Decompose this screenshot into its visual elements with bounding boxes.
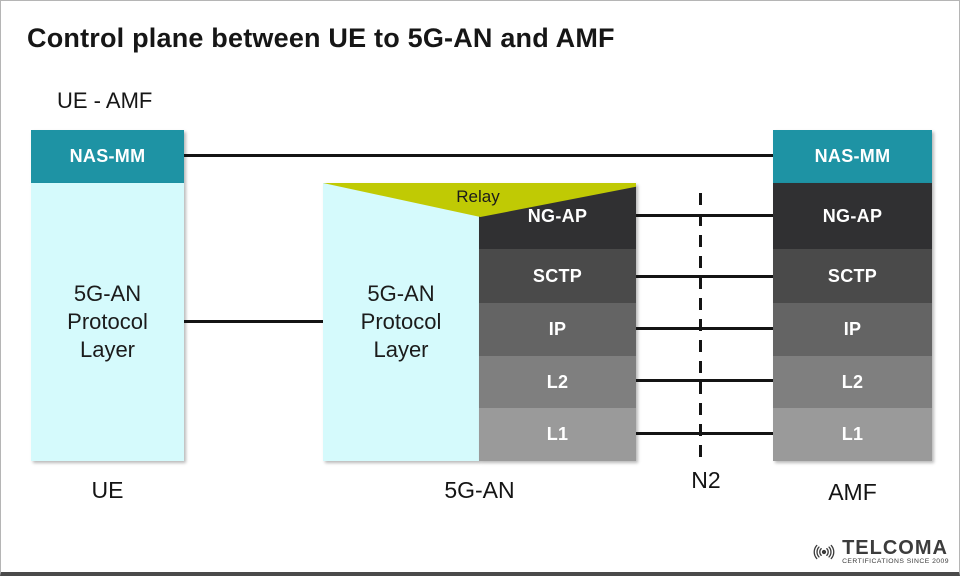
signal-waves-icon <box>809 539 839 565</box>
ue-nas-mm-layer: NAS-MM <box>31 130 184 183</box>
amf-nas-mm-layer: NAS-MM <box>773 130 932 183</box>
an-protocol-layer-box: 5G-AN Protocol Layer <box>323 183 479 461</box>
sctp-connector-line <box>636 275 773 278</box>
ue-protocol-layer-box: 5G-AN Protocol Layer <box>31 183 184 461</box>
l1-connector-line <box>636 432 773 435</box>
ngap-connector-line <box>636 214 773 217</box>
amf-stack-layer-l2: L2 <box>773 356 932 408</box>
amf-stack-layer-ip: IP <box>773 303 932 356</box>
an-stack-layer-l1: L1 <box>479 408 636 461</box>
amf-entity-label: AMF <box>828 479 877 505</box>
page-title: Control plane between UE to 5G-AN and AM… <box>27 23 615 53</box>
an-protocol-stack: NG-AP SCTP IP L2 L1 <box>479 183 636 461</box>
amf-protocol-stack: NG-AP SCTP IP L2 L1 <box>773 183 932 461</box>
telcoma-logo: TELCOMA CERTIFICATIONS SINCE 2009 <box>809 538 949 566</box>
l2-connector-line <box>636 379 773 382</box>
an-stack-layer-l2: L2 <box>479 356 636 408</box>
an-stack-layer-sctp: SCTP <box>479 249 636 303</box>
ip-connector-line <box>636 327 773 330</box>
amf-stack-layer-ngap: NG-AP <box>773 183 932 249</box>
an-entity-label: 5G-AN <box>444 477 515 503</box>
amf-stack-layer-l1: L1 <box>773 408 932 461</box>
ue-entity-label: UE <box>91 477 124 503</box>
amf-stack-layer-sctp: SCTP <box>773 249 932 303</box>
relay-label: Relay <box>456 187 500 206</box>
n2-interface-label: N2 <box>691 467 721 493</box>
logo-tagline-text: CERTIFICATIONS SINCE 2009 <box>842 558 949 566</box>
an-stack-layer-ip: IP <box>479 303 636 356</box>
logo-brand-text: TELCOMA <box>842 537 948 560</box>
nas-mm-connector-line <box>184 154 773 157</box>
n2-dashed-line <box>699 193 702 463</box>
protocol-layer-connector-line <box>184 320 323 323</box>
scope-label: UE - AMF <box>57 88 153 113</box>
